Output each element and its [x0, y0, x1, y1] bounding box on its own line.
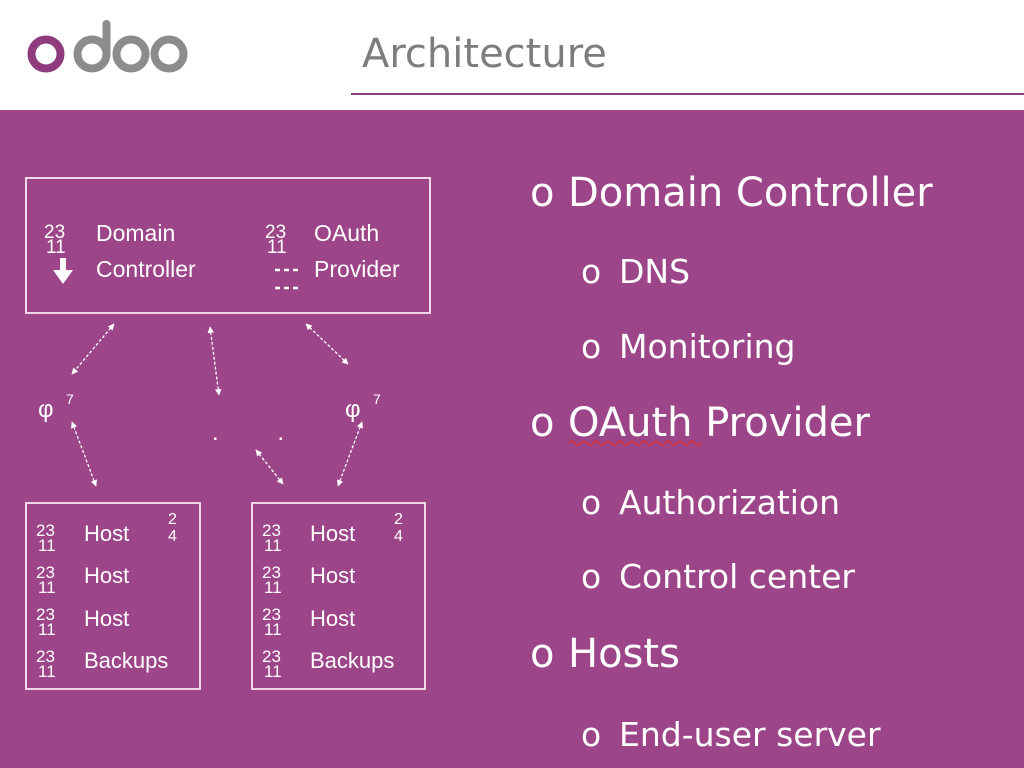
bullet-text: OAuth Provider [568, 400, 870, 446]
connector-arrow [207, 326, 222, 396]
host-row-label: Host [84, 521, 129, 546]
connector-arrow [337, 421, 363, 487]
domain-label-line2: Controller [96, 256, 196, 282]
connector-dots: . . [212, 419, 310, 446]
oauth-badge-top: 23 [265, 222, 286, 243]
oauth-badge-bottom: 11 [267, 237, 287, 258]
title-underline [351, 93, 1024, 95]
row-badge-bottom: 11 [38, 578, 56, 597]
right-phi-symbol: φ [345, 396, 361, 423]
bullet-marker: o [530, 631, 555, 677]
row-badge-top: 23 [262, 605, 281, 624]
bullet-authorization: o Authorization [581, 483, 840, 522]
bullet-text: End-user server [619, 715, 881, 754]
corner-mark-bottom: 4 [394, 528, 403, 545]
row-badge-bottom: 11 [264, 620, 282, 639]
host-row-label: Host [310, 563, 355, 588]
bullet-marker: o [530, 170, 555, 216]
corner-mark-top: 2 [168, 511, 177, 528]
oauth-label-line2: Provider [314, 256, 400, 282]
host-row-label: Host [84, 563, 129, 588]
backups-row-label: Backups [84, 648, 168, 673]
connectors [71, 323, 363, 487]
corner-mark-bottom: 4 [168, 528, 177, 545]
row-badge-bottom: 11 [264, 536, 282, 555]
bullet-end-user-server: o End-user server [581, 715, 881, 754]
row-badge-bottom: 11 [38, 536, 56, 555]
host-row-label: Host [310, 521, 355, 546]
host-box-frame [251, 502, 426, 690]
bullet-text: Control center [619, 557, 855, 596]
bullet-marker: o [581, 483, 602, 522]
right-phi-superscript: 7 [373, 391, 381, 407]
row-badge-top: 23 [36, 605, 55, 624]
row-badge-top: 23 [262, 563, 281, 582]
host-row-label: Host [310, 606, 355, 631]
bullet-text: Monitoring [619, 327, 796, 366]
bullet-hosts: o Hosts [530, 631, 680, 677]
host-box-right: 2 4 23 11 Host 23 11 Host 23 11 Host 23 … [251, 502, 426, 690]
domain-badge-top: 23 [44, 222, 65, 243]
row-badge-bottom: 11 [38, 620, 56, 639]
bullet-marker: o [581, 252, 602, 291]
backups-row-label: Backups [310, 648, 394, 673]
bullet-monitoring: o Monitoring [581, 327, 795, 366]
row-badge-top: 23 [262, 647, 281, 666]
bullet-text: Hosts [568, 631, 680, 677]
down-arrow-icon [53, 258, 73, 284]
row-badge-bottom: 11 [264, 578, 282, 597]
oauth-label-line1: OAuth [314, 220, 379, 246]
row-badge-top: 23 [36, 521, 55, 540]
connector-arrow [71, 421, 97, 487]
bullet-marker: o [581, 327, 602, 366]
bullet-text: Authorization [619, 483, 841, 522]
content-panel: 23 11 Domain Controller 23 11 OAuth Prov… [0, 110, 1024, 768]
row-badge-bottom: 11 [38, 662, 56, 681]
bullet-dns: o DNS [581, 252, 690, 291]
top-box-frame [25, 177, 431, 314]
domain-badge-bottom: 11 [46, 237, 66, 258]
bullet-control-center: o Control center [581, 557, 855, 596]
bullet-oauth-provider: o OAuth Provider [530, 400, 870, 446]
architecture-diagram: 23 11 Domain Controller 23 11 OAuth Prov… [25, 177, 431, 690]
top-box: 23 11 Domain Controller 23 11 OAuth Prov… [25, 177, 431, 314]
bullet-marker: o [581, 715, 602, 754]
bullet-marker: o [581, 557, 602, 596]
spellcheck-underline [569, 440, 702, 446]
host-box-left: 2 4 23 11 Host 23 11 Host 23 11 Host 23 … [25, 502, 201, 690]
dotted-lines-icon [275, 268, 300, 290]
row-badge-top: 23 [262, 521, 281, 540]
row-badge-bottom: 11 [264, 662, 282, 681]
slide-title: Architecture [362, 31, 607, 77]
host-box-frame [25, 502, 201, 690]
row-badge-top: 23 [36, 563, 55, 582]
connector-arrow [71, 323, 115, 375]
left-phi-superscript: 7 [66, 391, 74, 407]
domain-label-line1: Domain [96, 220, 175, 246]
bullet-marker: o [530, 400, 555, 446]
host-row-label: Host [84, 606, 129, 631]
row-badge-top: 23 [36, 647, 55, 666]
odoo-logo: odoo [24, 16, 189, 86]
left-phi-symbol: φ [38, 396, 54, 423]
bullet-text: DNS [619, 252, 691, 291]
connector-arrow [255, 449, 284, 485]
bullet-domain-controller: o Domain Controller [530, 170, 933, 216]
corner-mark-top: 2 [394, 511, 403, 528]
bullet-text: Domain Controller [568, 170, 933, 216]
odoo-logo-mark [27, 20, 188, 73]
